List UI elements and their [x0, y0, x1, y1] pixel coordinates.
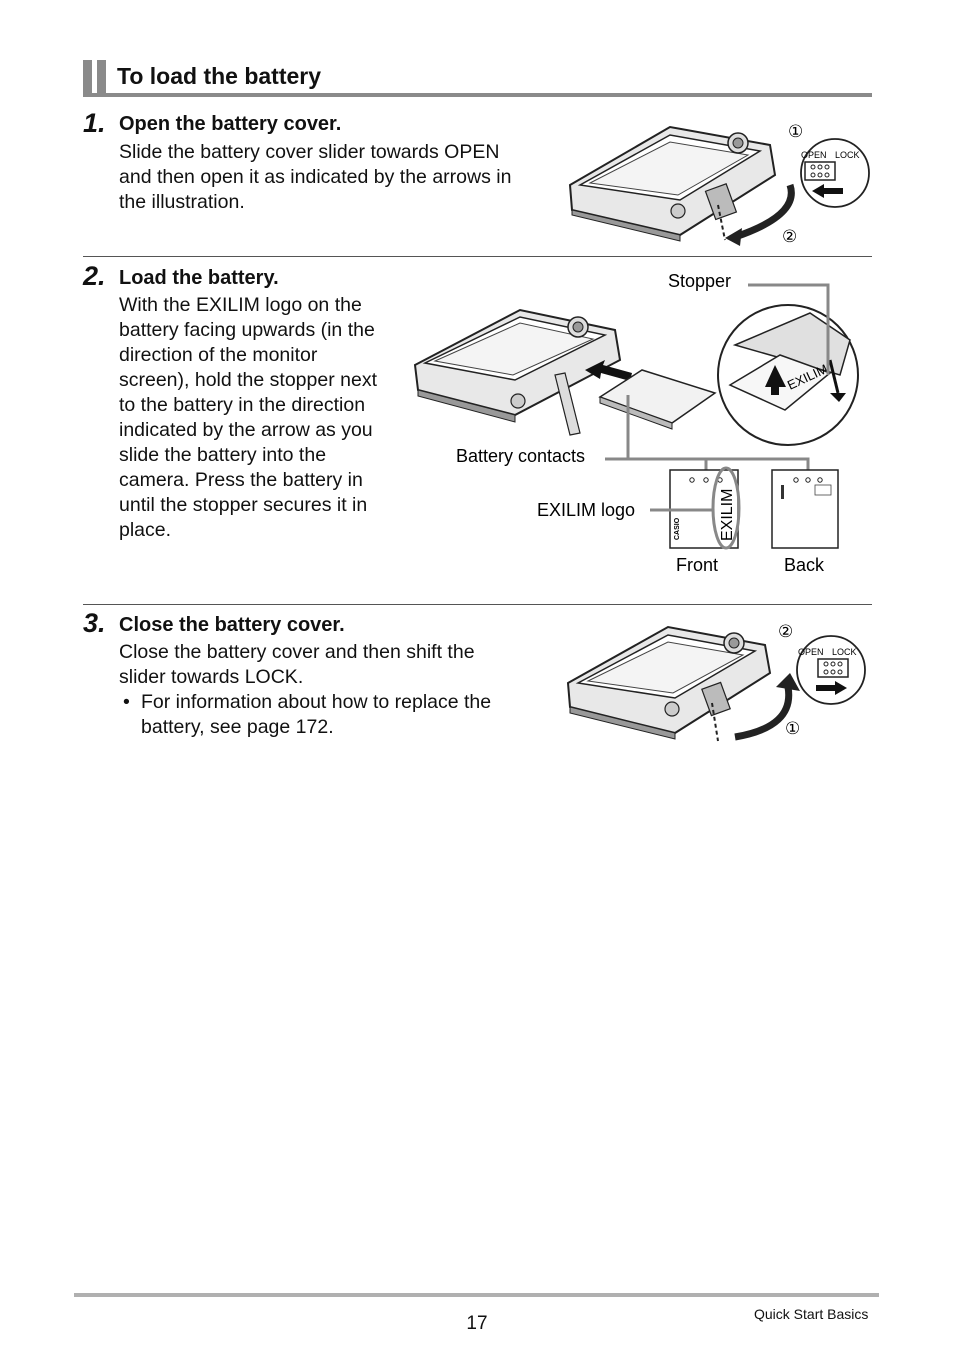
label-stopper: Stopper — [668, 271, 731, 291]
figure-close-cover: OPEN LOCK ② ① — [566, 622, 866, 742]
battery-brand: CASIO — [674, 517, 681, 540]
step-body-line: and then open it as indicated by the arr… — [119, 166, 512, 188]
step-body-line: Close the battery cover and then shift t… — [119, 641, 475, 663]
header-rule — [83, 93, 872, 97]
footer-section-name: Quick Start Basics — [754, 1306, 869, 1322]
bullet-symbol: • — [123, 691, 130, 713]
camera-illustration — [566, 625, 772, 742]
step-body-line: slider towards LOCK. — [119, 666, 304, 688]
section-title: To load the battery — [117, 63, 322, 89]
step-title: Open the battery cover. — [119, 113, 342, 135]
step-number: 2. — [83, 261, 106, 291]
step-body-line: place. — [119, 519, 172, 541]
label-battery-contacts: Battery contacts — [456, 446, 585, 466]
step-number: 1. — [83, 108, 106, 138]
camera-illustration — [413, 308, 622, 436]
header-accent-bar — [83, 60, 92, 95]
bullet-line: battery, see page 172. — [141, 716, 334, 738]
switch-lock-label: LOCK — [832, 647, 857, 657]
step-body-line: indicated by the arrow as you — [119, 419, 373, 441]
step-body: Close the battery cover and then shift t… — [119, 640, 475, 690]
camera-illustration — [568, 125, 777, 242]
step-body-line: camera. Press the battery in — [119, 469, 363, 491]
step-body-line: battery facing upwards (in the — [119, 319, 375, 341]
step-body: Slide the battery cover slider towards O… — [119, 140, 511, 215]
arrow-down-icon — [830, 393, 846, 402]
curved-arrow-icon — [733, 183, 795, 241]
battery-back — [771, 469, 839, 549]
step-body-line: until the stopper secures it in — [119, 494, 368, 516]
step-body-line: direction of the monitor — [119, 344, 318, 366]
callout-marker: ① — [785, 719, 800, 738]
step-body-line: slide the battery into the — [119, 444, 327, 466]
label-back: Back — [784, 555, 825, 575]
step-divider — [83, 256, 872, 257]
bullet-text: For information about how to replace the… — [141, 690, 491, 740]
insert-arrow-icon — [585, 360, 632, 381]
step-title: Close the battery cover. — [119, 614, 345, 636]
step-body: With the EXILIM logo on the battery faci… — [119, 293, 377, 543]
page-number: 17 — [466, 1313, 488, 1334]
arrow-left-icon — [812, 184, 843, 198]
label-exilim-logo: EXILIM logo — [537, 500, 635, 520]
bullet-line: For information about how to replace the — [141, 691, 492, 713]
switch-open-label: OPEN — [798, 647, 824, 657]
battery-logo: EXILIM — [719, 489, 736, 541]
switch-lock-label: LOCK — [835, 150, 860, 160]
step-number: 3. — [83, 608, 106, 638]
callout-marker: ① — [788, 122, 803, 141]
arrow-up-icon — [765, 365, 786, 395]
curved-arrow-icon — [734, 686, 793, 741]
battery-front: CASIO EXILIM — [669, 466, 741, 550]
footer-rule — [74, 1293, 879, 1297]
step-body-line: Slide the battery cover slider towards O… — [119, 141, 500, 163]
figure-load-battery: EXILIM Stopper Battery contacts CASIO EX… — [413, 271, 859, 575]
logo-highlight — [711, 466, 741, 550]
switch-open-label: OPEN — [801, 150, 827, 160]
figure-open-cover: OPEN LOCK ① ② — [568, 122, 870, 246]
step-body-line: the illustration. — [119, 191, 245, 213]
step-body-line: screen), hold the stopper next — [119, 369, 377, 391]
callout-marker: ② — [782, 227, 797, 246]
step-divider — [83, 604, 872, 605]
arrow-right-icon — [816, 681, 847, 695]
header-accent-bar — [97, 60, 106, 95]
step-title: Load the battery. — [119, 267, 279, 289]
step-body-line: With the EXILIM logo on the — [119, 294, 362, 316]
step-body-line: to the battery in the direction — [119, 394, 366, 416]
battery-illustration — [598, 369, 717, 430]
callout-marker: ② — [778, 622, 793, 641]
label-front: Front — [676, 555, 718, 575]
